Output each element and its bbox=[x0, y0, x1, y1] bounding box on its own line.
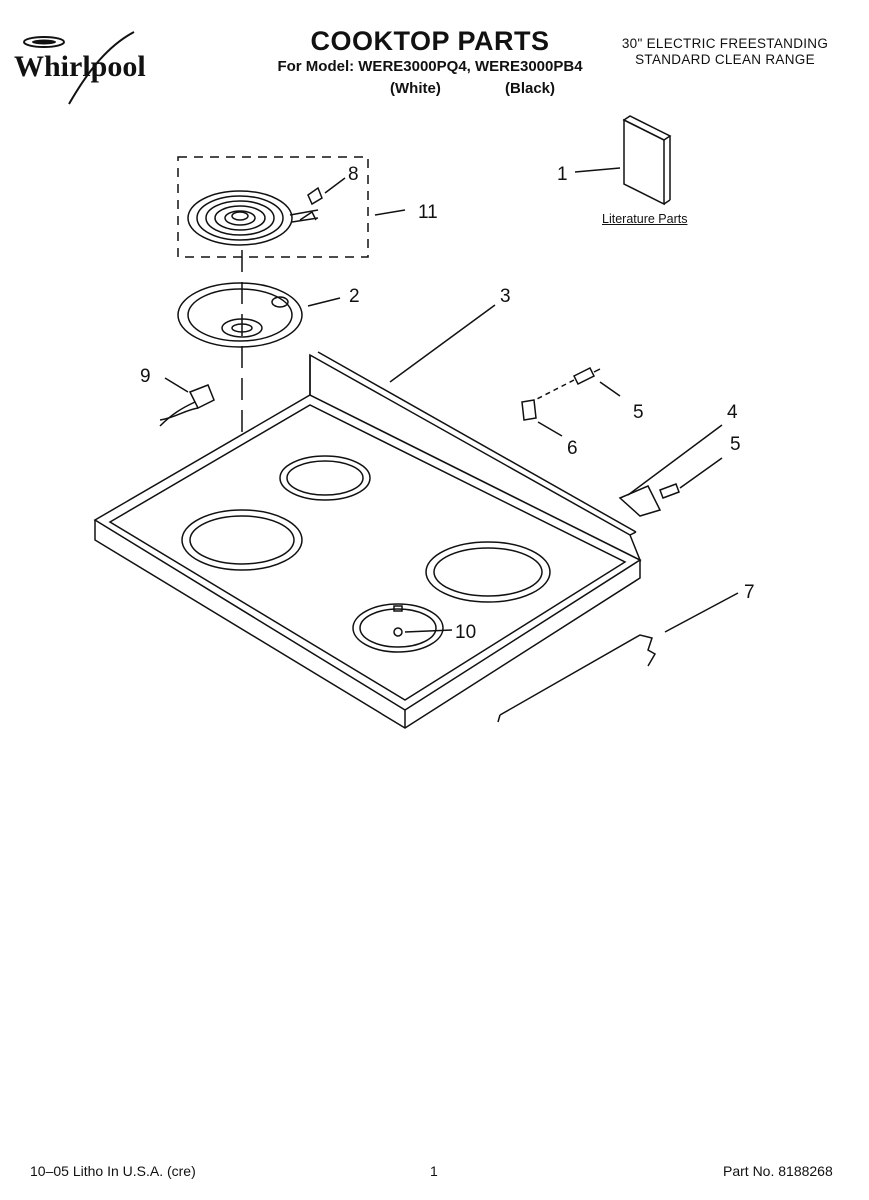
callout-9: 9 bbox=[140, 366, 151, 387]
literature-booklet bbox=[622, 115, 672, 206]
burner-opening-rear-right bbox=[352, 603, 444, 653]
whirlpool-logo: Whirlpool bbox=[14, 28, 174, 108]
callout-7: 7 bbox=[744, 582, 755, 603]
brand-name: Whirlpool bbox=[14, 50, 146, 83]
leader-11 bbox=[374, 209, 406, 216]
callout-11: 11 bbox=[418, 202, 438, 223]
leader-10 bbox=[404, 629, 453, 633]
footer-litho: 10–05 Litho In U.S.A. (cre) bbox=[30, 1163, 196, 1179]
cooktop-main-top bbox=[93, 351, 642, 729]
burner-opening-rear-left bbox=[279, 455, 371, 501]
burner-opening-front-left bbox=[181, 509, 303, 571]
leader-7 bbox=[664, 592, 739, 633]
callout-8: 8 bbox=[348, 164, 359, 185]
variant-white: (White) bbox=[390, 80, 441, 97]
variant-black: (Black) bbox=[505, 80, 556, 97]
burner-opening-front-right bbox=[425, 541, 551, 603]
product-description: 30" ELECTRIC FREESTANDING STANDARD CLEAN… bbox=[600, 36, 850, 68]
callout-3: 3 bbox=[500, 286, 511, 307]
callout-4: 4 bbox=[727, 402, 738, 423]
model-line: For Model: WERE3000PQ4, WERE3000PB4 bbox=[277, 58, 583, 75]
callout-2: 2 bbox=[349, 286, 360, 307]
leader-4 bbox=[627, 424, 723, 496]
callout-5-lower: 5 bbox=[730, 434, 741, 455]
leader-5a bbox=[599, 381, 621, 397]
leader-3 bbox=[389, 304, 496, 383]
mounting-clip bbox=[521, 399, 537, 421]
leader-2 bbox=[307, 297, 341, 307]
callout-1: 1 bbox=[557, 164, 568, 185]
footer-page-number: 1 bbox=[430, 1163, 438, 1179]
page-title: COOKTOP PARTS bbox=[310, 26, 550, 56]
leader-8 bbox=[324, 177, 346, 194]
leader-5b bbox=[679, 457, 723, 489]
hold-down-bracket bbox=[618, 485, 662, 517]
callout-5-upper: 5 bbox=[633, 402, 644, 423]
screw-upper bbox=[572, 366, 601, 386]
literature-parts-label: Literature Parts bbox=[602, 212, 688, 226]
leader-1 bbox=[574, 167, 621, 173]
screw-lower bbox=[659, 483, 680, 499]
support-rod bbox=[497, 634, 657, 723]
leader-9 bbox=[164, 377, 189, 393]
terminal-block bbox=[159, 384, 215, 427]
footer-part-number: Part No. 8188268 bbox=[723, 1163, 833, 1179]
product-line-2: STANDARD CLEAN RANGE bbox=[635, 52, 815, 67]
drip-bowl bbox=[177, 282, 303, 348]
callout-6: 6 bbox=[567, 438, 578, 459]
element-receptacle bbox=[299, 186, 323, 221]
product-line-1: 30" ELECTRIC FREESTANDING bbox=[621, 36, 829, 51]
surface-element-coil bbox=[187, 190, 319, 246]
element-kit-box bbox=[177, 156, 369, 258]
callout-10: 10 bbox=[455, 622, 476, 643]
leader-6 bbox=[537, 421, 563, 437]
